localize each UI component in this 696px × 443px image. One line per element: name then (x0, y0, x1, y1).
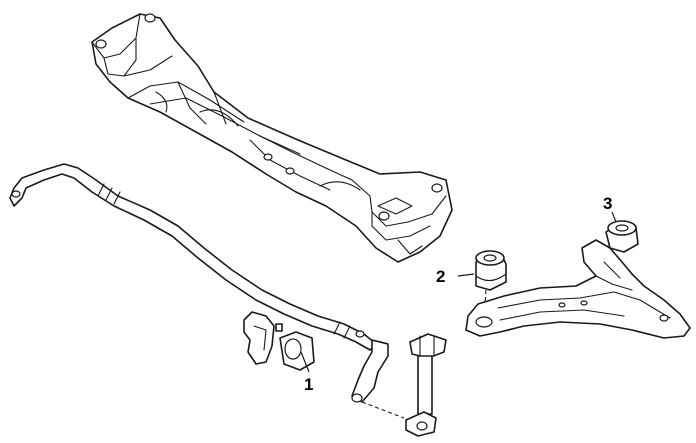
callout-3-leader (611, 211, 617, 223)
callout-1: 1 (304, 375, 313, 394)
callout-1-leader (300, 351, 310, 373)
callout-2: 2 (436, 267, 445, 286)
stabilizer-bar (9, 163, 377, 351)
lower-arm-bushing-front (457, 250, 507, 319)
callout-2-leader (457, 273, 475, 277)
lower-control-arm (465, 239, 691, 339)
callout-3: 3 (603, 194, 612, 213)
stabilizer-bushing-bracket (243, 311, 315, 373)
front-crossmember (91, 13, 453, 263)
lower-arm-bushing-rear (605, 211, 639, 253)
stabilizer-link (351, 333, 447, 437)
